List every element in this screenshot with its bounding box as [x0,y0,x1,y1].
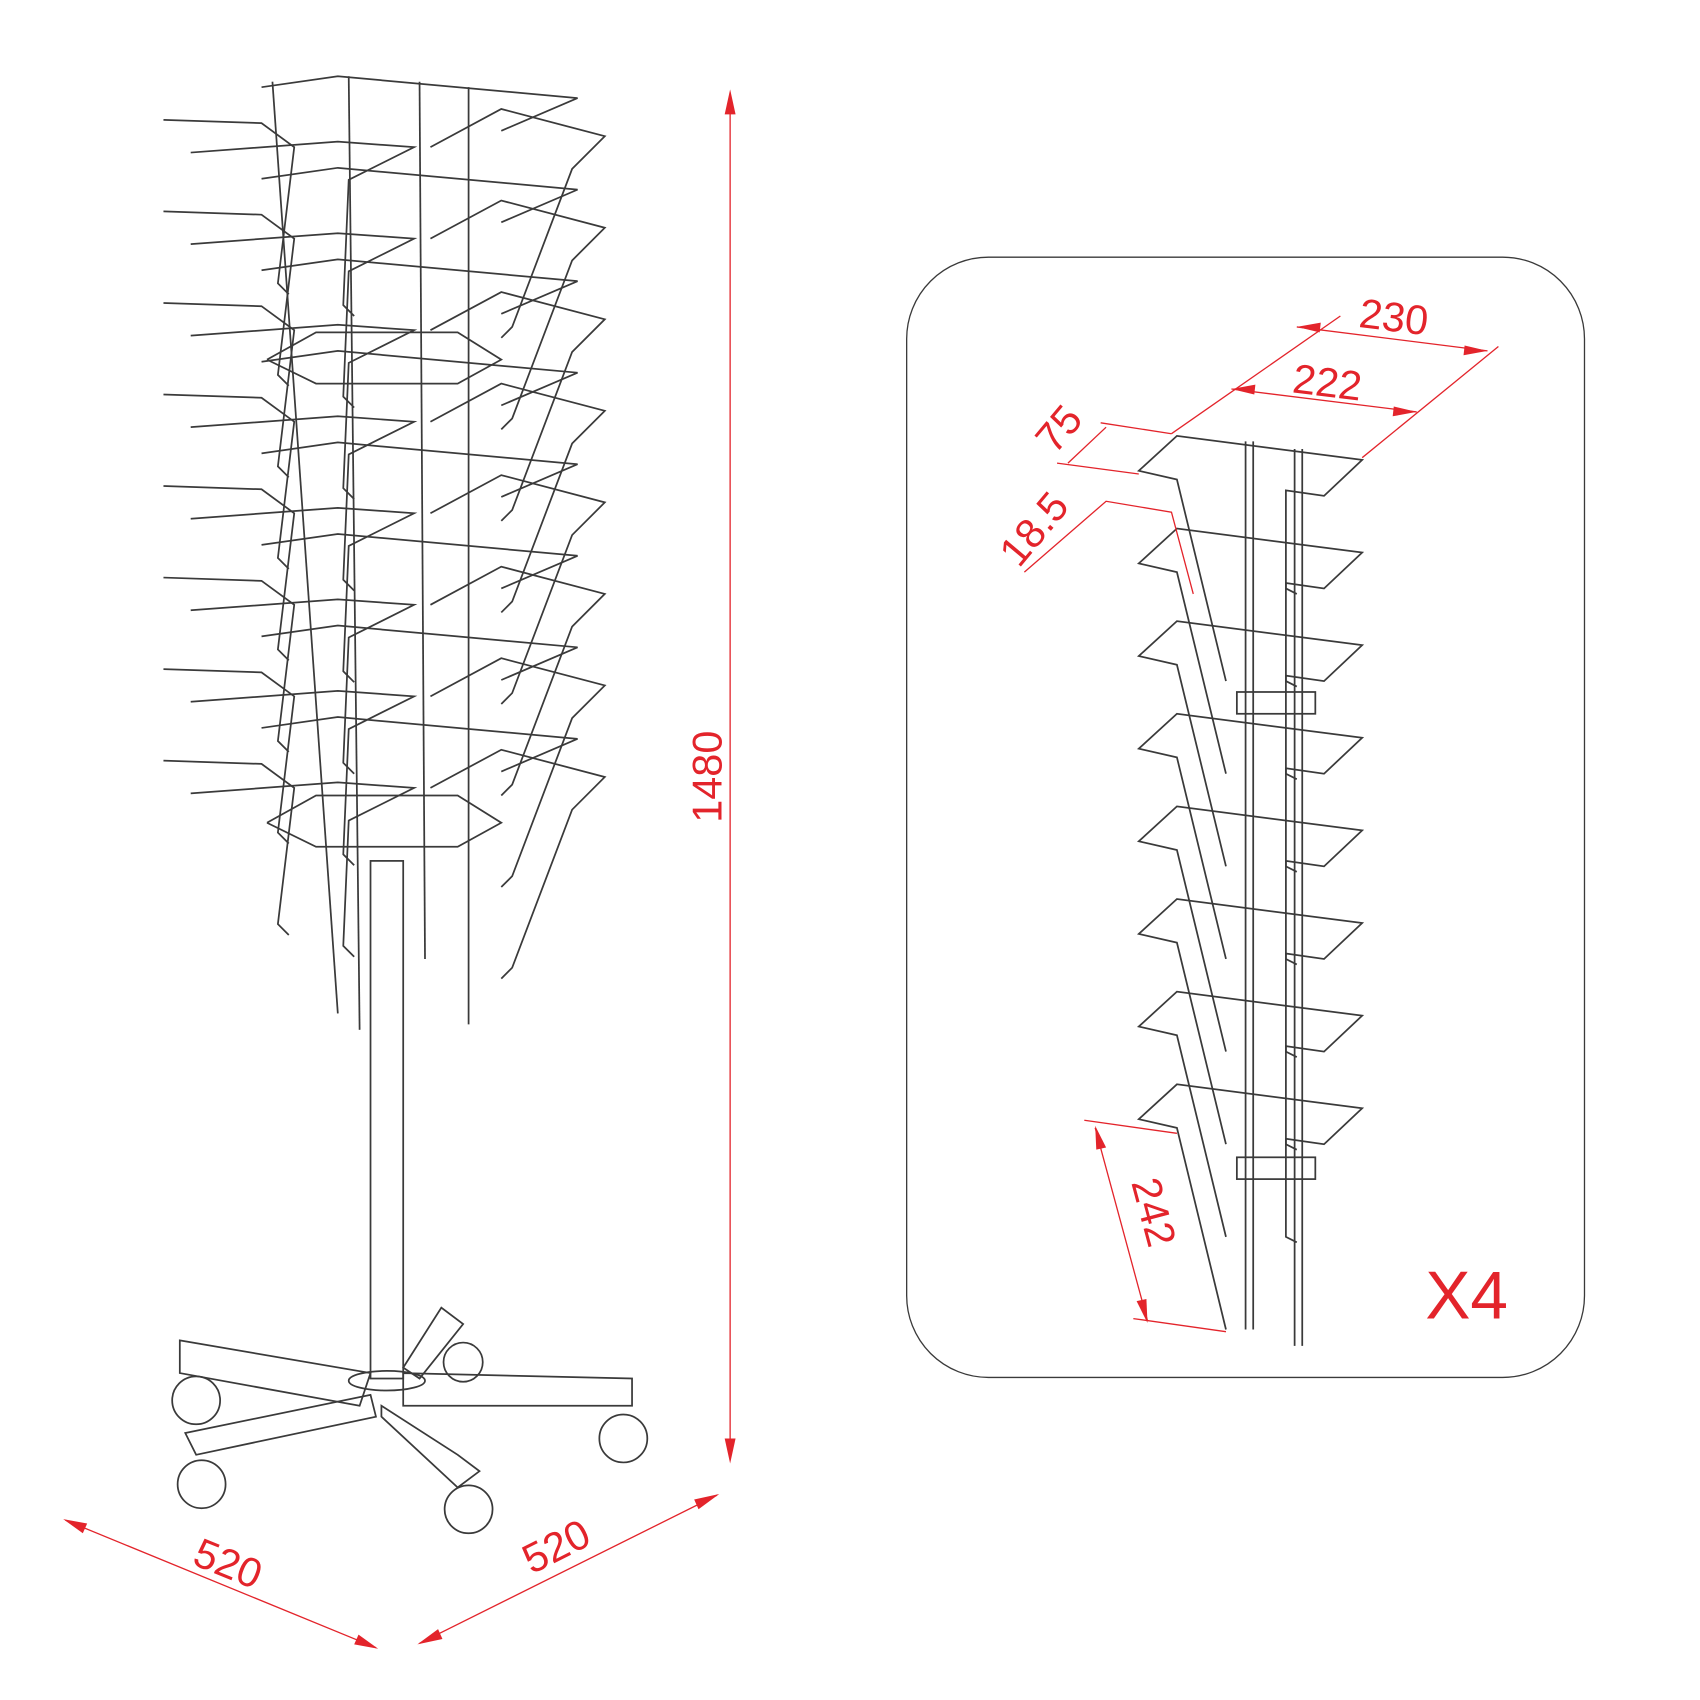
base-leg [183,1393,378,1456]
pocket-tier [1136,434,1365,682]
svg-text:242: 242 [1122,1173,1184,1252]
base-leg [178,1339,372,1407]
pocket-tier [1136,1083,1365,1330]
rack-pocket [430,748,607,980]
dimension-base-right: 520 [417,1494,720,1645]
rack-pocket [430,382,607,614]
rack-upright [271,81,339,1014]
rack-upright [347,76,361,1030]
pole-collar [347,1370,426,1392]
svg-text:18.5: 18.5 [991,483,1078,574]
caster-wheels [171,1341,649,1535]
quantity-label: X4 [1425,1259,1508,1334]
rack-pocket [190,140,418,317]
rack-pocket [163,759,296,936]
rack-pocket [190,323,418,500]
rack-pocket [430,199,607,430]
rack-pocket [261,166,578,224]
svg-text:222: 222 [1290,356,1364,410]
rack-pocket [163,576,296,753]
mounting-bracket [1235,1156,1317,1180]
rack-pocket [163,485,296,662]
svg-text:520: 520 [187,1529,268,1598]
rack-upright [418,81,426,959]
pocket-tier [1136,527,1365,774]
spinner-rack-assembly [163,75,607,1030]
rack-pocket [261,441,578,498]
rack-pocket [261,533,578,590]
rack-pocket [261,258,578,315]
rack-pocket [430,565,607,797]
rack-pocket [163,302,296,478]
base-leg [402,1372,633,1407]
svg-text:520: 520 [515,1510,597,1582]
rack-pocket [430,291,607,522]
pocket-tier [1136,990,1365,1238]
rack-pocket [190,690,418,866]
rack-pocket [261,716,578,773]
rack-pocket [190,506,418,683]
base-leg [380,1404,481,1489]
rack-plate [266,794,504,848]
rack-pocket [430,108,607,339]
pocket-tier [1136,805,1365,1052]
rack-pocket [430,474,607,705]
detail-panel [906,256,1586,1379]
dimension-height: 1480 [684,89,736,1464]
rack-pocket [190,232,418,409]
rack-pocket [190,415,418,592]
rack-pocket [163,393,296,570]
rack-plate [266,331,504,385]
single-pocket-unit [1136,434,1365,1346]
height-label: 1480 [684,731,730,823]
dimension-base-left: 520 [63,1519,379,1649]
mounting-bracket [1235,691,1317,715]
rack-pocket [163,119,296,295]
rack-pocket [261,350,578,407]
base-leg [402,1306,465,1380]
rack-pocket [261,624,578,681]
pocket-tier [1136,620,1365,867]
rack-pocket [430,657,607,888]
detail-dimensions: 230 222 75 18.5 242 X4 [991,290,1508,1333]
svg-text:75: 75 [1027,396,1092,461]
pocket-tier [1136,712,1365,960]
rack-pocket [163,210,296,387]
center-pole [369,860,405,1380]
rack-pocket [163,668,296,845]
pocket-tier [1136,898,1365,1145]
rack-pocket [261,75,578,132]
rack-pocket [190,598,418,775]
rack-base [171,860,649,1535]
svg-text:230: 230 [1357,290,1431,344]
rack-pocket [190,781,418,958]
